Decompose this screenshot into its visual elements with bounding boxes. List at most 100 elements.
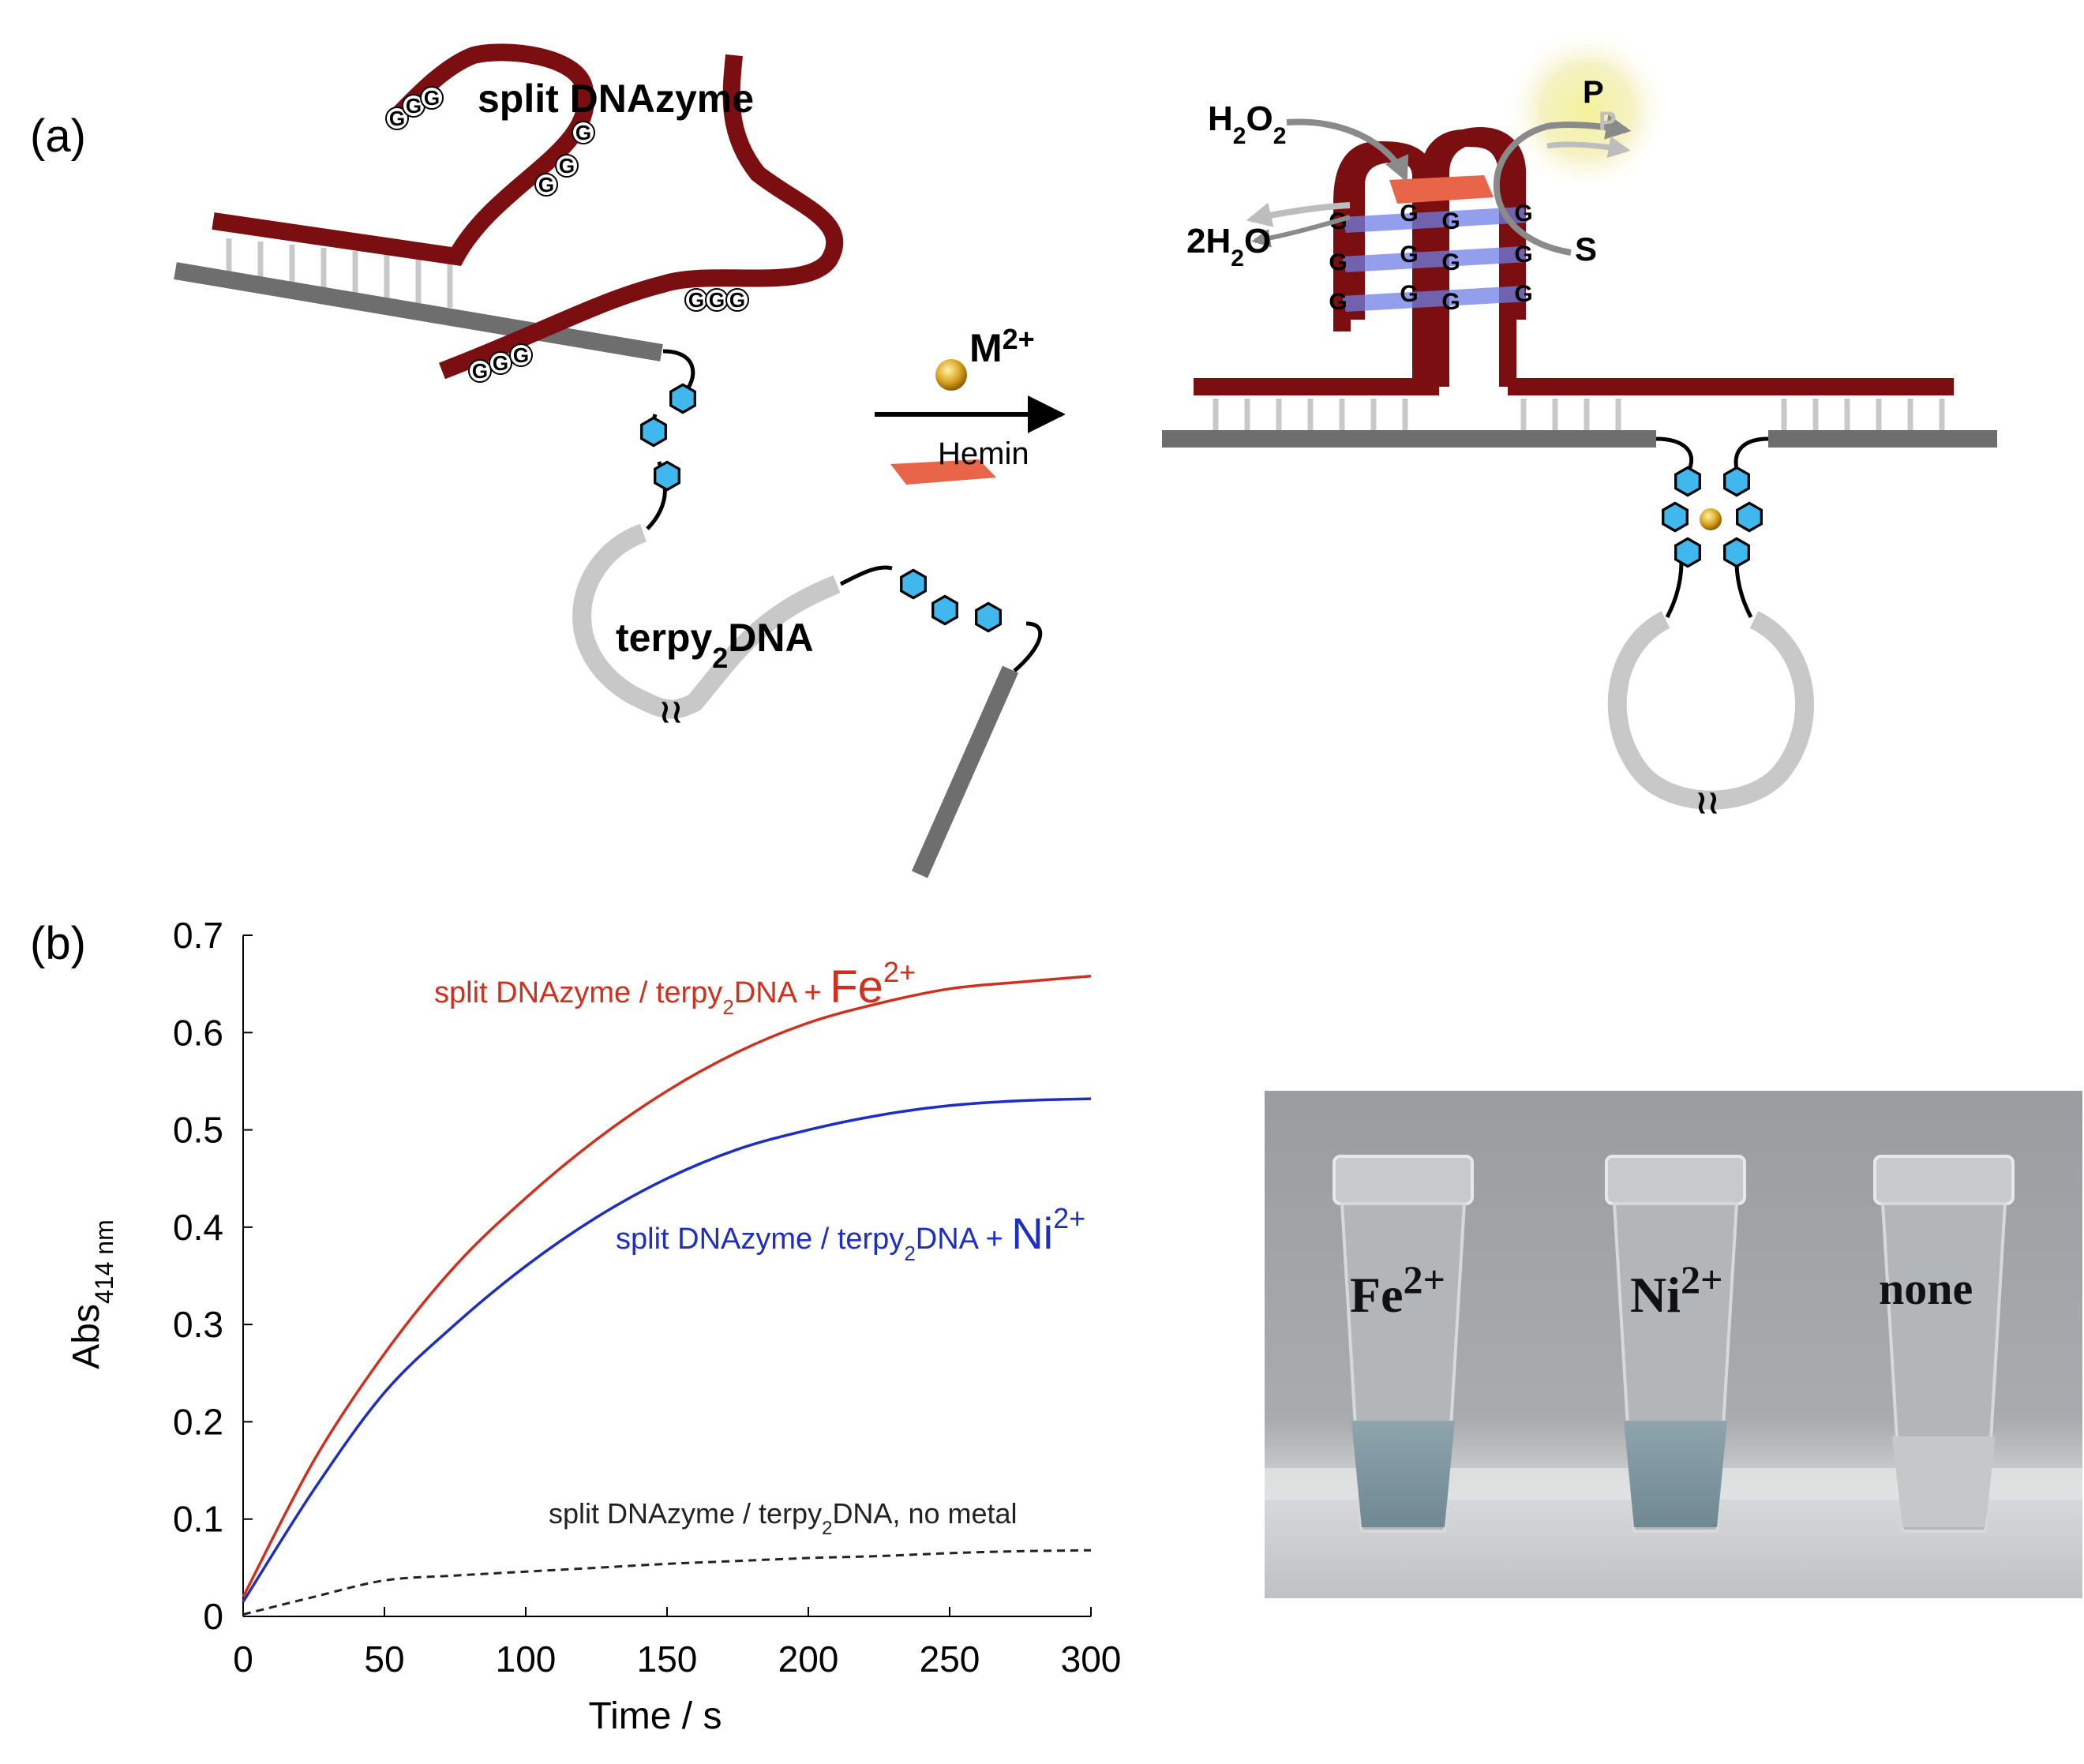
svg-text:G: G <box>1329 289 1347 315</box>
x-tick-label: 200 <box>778 1639 839 1680</box>
series-line-fe <box>242 975 1092 1598</box>
terpy-hex-2a <box>900 568 927 600</box>
h2o2-label: H2O2 <box>1208 99 1286 149</box>
terpy-hex-1c <box>654 460 680 492</box>
svg-text:G: G <box>688 288 704 312</box>
hemin-slab <box>890 459 996 485</box>
svg-text:G: G <box>389 107 405 130</box>
terpy-hex-r1 <box>1674 466 1701 497</box>
y-tick-label: 0 <box>203 1596 223 1637</box>
terpy-hex-r3 <box>1674 537 1701 568</box>
dnazyme-hairpin-left <box>1347 144 1430 387</box>
terpy-hex-r5 <box>1736 501 1763 533</box>
h2o2-arrow <box>1286 118 1409 182</box>
svg-text:G: G <box>1400 200 1418 227</box>
svg-text:G: G <box>1441 208 1460 234</box>
y-tick-label: 0.6 <box>173 1012 223 1053</box>
x-tick-label: 150 <box>637 1639 698 1680</box>
y-tick-label: 0.2 <box>173 1401 223 1442</box>
hemin-in-complex <box>1389 175 1494 204</box>
terpy-hex-1b <box>640 416 667 448</box>
svg-text:G: G <box>1329 249 1347 275</box>
product-label: P <box>1583 75 1604 110</box>
svg-text:G: G <box>1514 242 1532 268</box>
terpy-hex-2b <box>931 594 958 626</box>
terpy2dna-loop <box>572 523 841 719</box>
terpy-hex-1a <box>669 383 696 414</box>
x-tick-label: 50 <box>364 1639 404 1680</box>
guanine-labels-left: G G G G G G G G G G G G <box>385 86 749 383</box>
series-label-ni: split DNAzyme / terpy2DNA + Ni2+ <box>616 1202 1085 1265</box>
product-label-shadow: P <box>1599 107 1617 137</box>
y-tick-label: 0.7 <box>173 915 223 956</box>
hemin-label: Hemin <box>938 436 1029 471</box>
svg-text:G: G <box>513 343 529 367</box>
tube-ni <box>1605 1155 1746 1533</box>
tube-none <box>1873 1155 2015 1533</box>
metal-ion-ball <box>935 359 967 391</box>
series-line-ni <box>242 1097 1092 1603</box>
svg-text:G: G <box>559 154 575 178</box>
x-tick-label: 0 <box>233 1639 253 1680</box>
photo-label-fe: Fe2+ <box>1350 1257 1445 1323</box>
metal-ion-label: M2+ <box>969 323 1035 370</box>
water-arrow-2 <box>1251 215 1351 248</box>
svg-text:G: G <box>575 121 591 144</box>
svg-text:G: G <box>709 288 725 312</box>
terpy-hex-r4 <box>1723 466 1750 497</box>
svg-text:G: G <box>406 94 422 118</box>
y-tick-label: 0.4 <box>173 1207 223 1248</box>
duplex-rungs-left <box>226 238 453 308</box>
x-tick-label: 100 <box>496 1639 557 1680</box>
svg-text:G: G <box>493 351 508 375</box>
svg-text:G: G <box>1514 281 1532 307</box>
chart-series <box>242 975 1092 1616</box>
metal-ion-in-complex <box>1700 508 1722 530</box>
terpy2dna-label: terpy2DNA <box>616 616 814 674</box>
panel-a-label: (a) <box>30 110 86 162</box>
svg-text:G: G <box>1441 289 1460 315</box>
target-strand-lower <box>911 665 1019 878</box>
substrate-arrow <box>1493 114 1632 256</box>
break-mark-right: ≀≀ <box>1696 785 1719 820</box>
terpy-hex-r6 <box>1723 537 1750 568</box>
break-mark-left: ≀≀ <box>659 695 683 729</box>
water-arrow <box>1246 202 1351 227</box>
substrate-arrow-2 <box>1546 136 1631 159</box>
luminescence-glow <box>1504 28 1670 193</box>
photo-label-none: none <box>1879 1263 1973 1314</box>
g-quartet-plates <box>1342 207 1527 312</box>
y-axis-label: Abs414 nm <box>66 1219 118 1369</box>
svg-text:G: G <box>1400 242 1418 268</box>
series-label-none: split DNAzyme / terpy2DNA, no metal <box>549 1497 1018 1539</box>
terpy-hex-r2 <box>1662 501 1689 533</box>
series-line-none <box>242 1549 1092 1616</box>
svg-text:G: G <box>1441 249 1460 275</box>
y-tick-label: 0.1 <box>173 1499 223 1540</box>
svg-text:G: G <box>472 359 488 383</box>
x-tick-label: 300 <box>1061 1639 1122 1680</box>
terpy-linker-right <box>1655 436 1769 619</box>
y-tick-label: 0.5 <box>173 1110 223 1151</box>
series-label-fe: split DNAzyme / terpy2DNA + Fe2+ <box>434 956 916 1019</box>
svg-text:G: G <box>1514 200 1532 227</box>
duplex-rungs-right <box>1213 399 1945 430</box>
svg-text:G: G <box>1400 281 1418 307</box>
split-dnazyme-strand <box>212 43 844 380</box>
svg-text:G: G <box>538 173 554 197</box>
tube-photo: Fe2+ Ni2+ none <box>1265 1091 2082 1598</box>
terpy2dna-loop-right <box>1607 611 1815 810</box>
dnazyme-hairpin-right <box>1432 126 1526 387</box>
split-dnazyme-label: split DNAzyme <box>478 77 754 121</box>
x-axis-label: Time / s <box>589 1695 722 1737</box>
guanine-labels-right: GGG GGG GGG GGG <box>1329 200 1532 315</box>
terpy-linker-2 <box>839 565 1043 672</box>
y-tick-label: 0.3 <box>173 1304 223 1345</box>
substrate-label: S <box>1575 230 1597 268</box>
tube-fe <box>1332 1155 1474 1533</box>
water-label: 2H2O <box>1186 222 1271 272</box>
panel-b-label: (b) <box>30 918 86 969</box>
